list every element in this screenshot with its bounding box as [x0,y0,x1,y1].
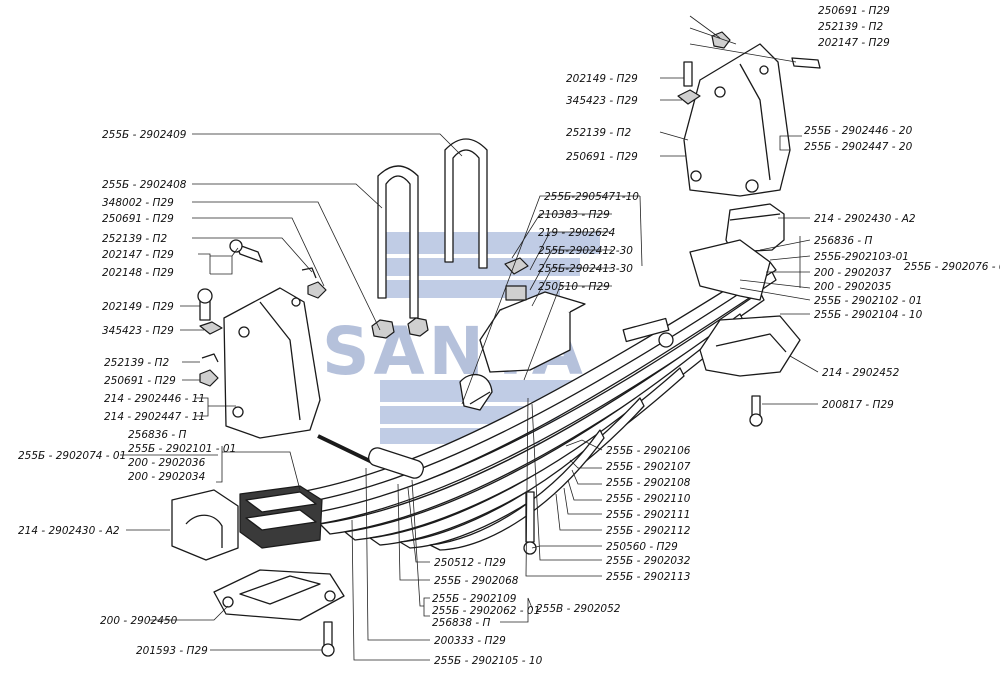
part-label: 214 - 2902447 - 11 [104,411,205,423]
part-label: 214 - 2902430 - А2 [18,525,120,537]
part-label: 255Б - 2902409 [102,129,187,141]
part-label: 214 - 2902452 [822,367,900,379]
part-label: 250691 - П29 [566,151,638,163]
part-label: 345423 - П29 [566,95,638,107]
part-label: 255Б - 2902102 - 01 [814,295,922,307]
part-label: 252139 - П2 [104,357,169,369]
lower-left-support-plate [213,569,345,621]
part-label: 255Б-2902412-30 [538,245,633,257]
part-label: 256838 - П [432,617,491,629]
part-label: 255Б - 2902106 [606,445,691,457]
vertical-bolt-lower-center [523,491,537,555]
part-label: 250512 - П29 [434,557,506,569]
part-label: 200333 - П29 [434,635,506,647]
part-label: 255В - 2902052 [536,603,621,615]
part-label: 255Б - 2902113 [606,571,690,583]
vertical-bolt-lower-left [321,621,335,657]
part-label: 200 - 2902036 [128,457,206,469]
part-label: 348002 - П29 [102,197,174,209]
part-label: 200 - 2902035 [814,281,892,293]
part-label: 200 - 2902450 [100,615,178,627]
right-spring-eye-pin [622,317,674,348]
part-labels: 250691 - П29 252139 - П2 202147 - П29 20… [18,5,1000,667]
part-label: 255Б-2902413-30 [538,263,633,275]
part-label: 255Б - 2902104 - 10 [814,309,923,321]
part-label: 255Б - 2902447 - 20 [804,141,913,153]
part-label: 255Б - 2902111 [606,509,690,521]
u-bolt-rear [444,138,488,269]
part-label: 250691 - П29 [102,213,174,225]
part-label: 255Б-2902103-01 [814,251,909,263]
part-label: 202149 - П29 [566,73,638,85]
part-label: 202147 - П29 [818,37,890,49]
part-label: 250560 - П29 [606,541,678,553]
part-label: 255Б - 2902110 [606,493,691,505]
part-label: 255Б - 2902108 [606,477,691,489]
part-label: 200817 - П29 [822,399,894,411]
part-label: 202147 - П29 [102,249,174,261]
part-label: 255Б - 2902109 [432,593,517,605]
part-label: 214 - 2902446 - 11 [104,393,205,405]
part-label: 255Б - 2902446 - 20 [804,125,913,137]
part-label: 252139 - П2 [818,21,883,33]
part-label: 219 - 2902624 [538,227,615,239]
part-label: 252139 - П2 [102,233,167,245]
part-label: 255Б - 2902101 - 01 [128,443,236,455]
left-spring-seat-pads [239,485,323,549]
part-label: 200 - 2902037 [814,267,892,279]
part-label: 202148 - П29 [102,267,174,279]
part-label: 256836 - П [814,235,873,247]
part-label: 201593 - П29 [136,645,208,657]
part-label: 202149 - П29 [102,301,174,313]
u-bolt-front [377,165,419,319]
part-label: 200 - 2902034 [128,471,205,483]
part-label: 255Б - 2902107 [606,461,691,473]
part-label: 255Б - 2902076 - 01 [904,261,1000,273]
part-label: 255Б - 2902068 [434,575,519,587]
part-label: 255Б - 2902062 - 01 [432,605,540,617]
rubber-cushion-left [171,489,239,561]
part-label: 214 - 2902430 - А2 [814,213,916,225]
leader-lines [120,15,819,661]
part-label: 250510 - П29 [538,281,610,293]
vertical-bolt-right [749,395,763,427]
part-label: 345423 - П29 [102,325,174,337]
upper-right-hanger-bracket [677,31,821,197]
part-label: 255Б-2905471-10 [544,191,639,203]
part-label: 255Б - 2902105 - 10 [434,655,543,667]
part-label: 250691 - П29 [104,375,176,387]
rear-spring-end-bracket [689,239,801,377]
left-spring-shackle-pin [317,434,424,479]
part-label: 250691 - П29 [818,5,890,17]
part-label: 255Б - 2902074 - 01 [18,450,126,462]
part-label: 256836 - П [128,429,187,441]
left-hanger-bracket [197,239,327,439]
part-label: 252139 - П2 [566,127,631,139]
part-label: 255Б - 2902112 [606,525,691,537]
part-label: 255Б - 2902032 [606,555,691,567]
part-label: 255Б - 2902408 [102,179,187,191]
part-label: 210383 - П29 [538,209,610,221]
